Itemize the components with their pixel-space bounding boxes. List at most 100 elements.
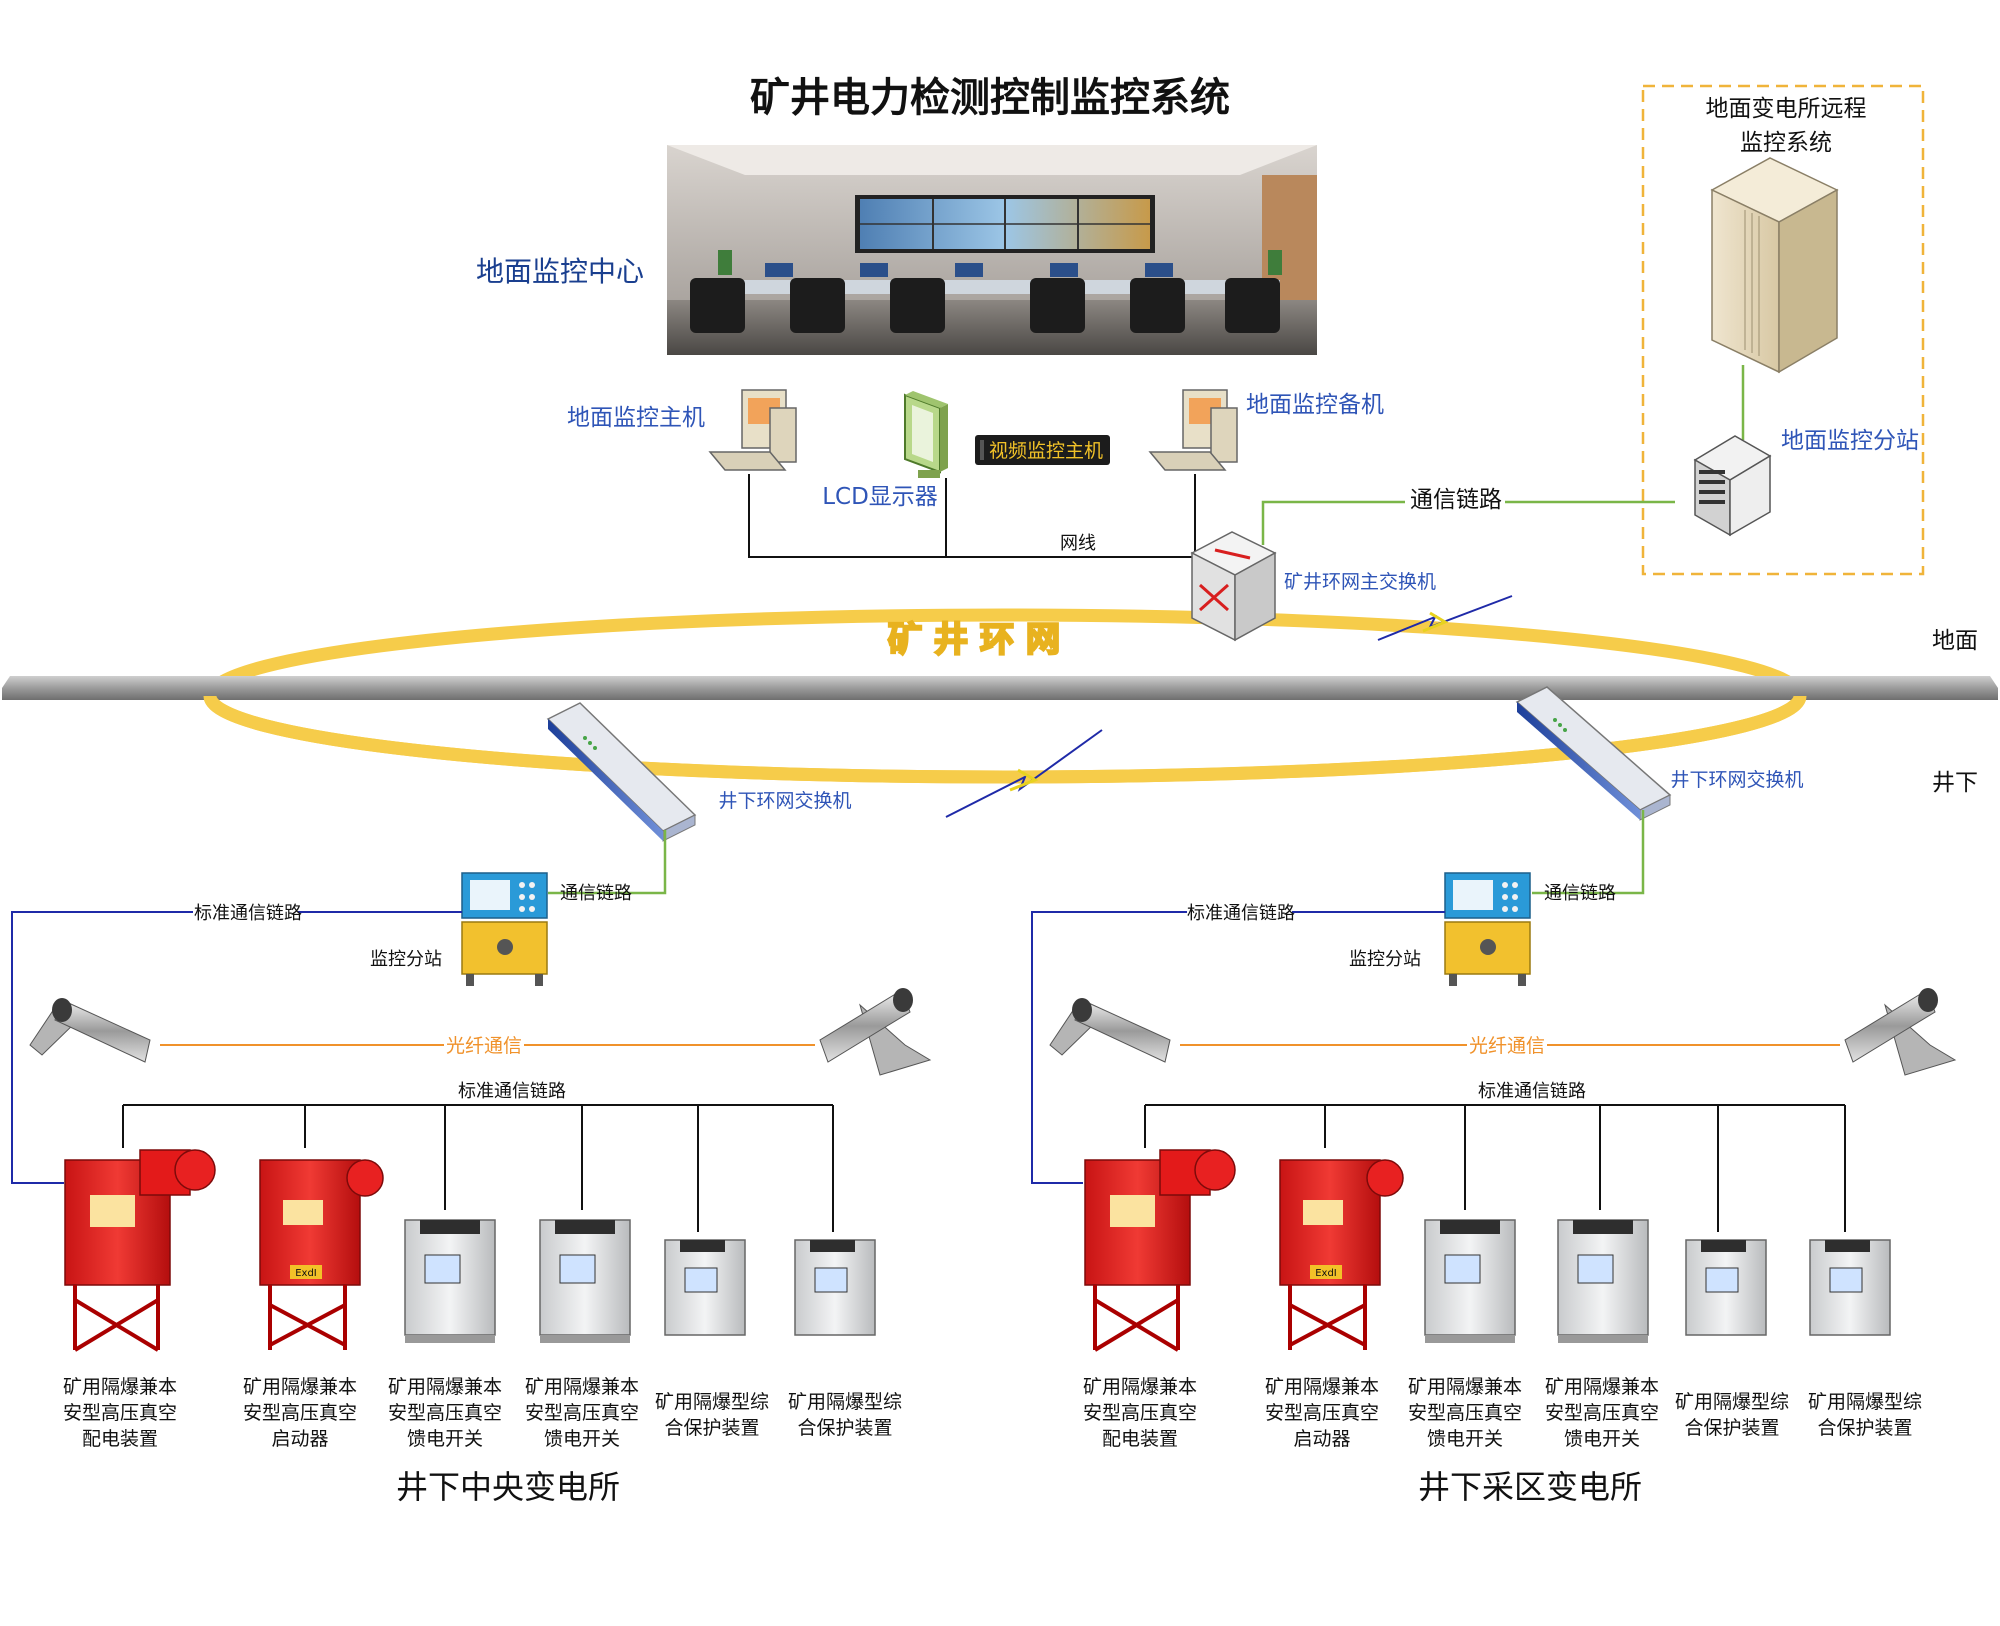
right-device-4-line1: 矿用隔爆兼本: [1545, 1376, 1659, 1398]
right-device-3-line3: 馈电开关: [1427, 1428, 1503, 1450]
right-device-4-line3: 馈电开关: [1564, 1428, 1640, 1450]
right-comm-link-line: [1532, 810, 1645, 895]
wireless-link-bolt-icons: [945, 595, 1513, 818]
right-std-link-upper-label: 标准通信链路: [1187, 903, 1295, 924]
left-device-4-line2: 安型高压真空: [525, 1402, 639, 1424]
right-fiber-label: 光纤通信: [1469, 1035, 1545, 1057]
right-device-feeder-1-icon: [1424, 1219, 1516, 1343]
right-device-starter-icon: ExdI: [1279, 1159, 1404, 1350]
diagram-title: 矿井电力检测控制监控系统: [750, 75, 1230, 121]
right-device-2-line1: 矿用隔爆兼本: [1265, 1376, 1379, 1398]
surface-comm-link-label: 通信链路: [1410, 487, 1502, 513]
backup-host-computer-icon: [1148, 389, 1238, 471]
right-device-6-line2: 合保护装置: [1817, 1417, 1912, 1439]
right-underground-switch-icon: [1515, 686, 1672, 821]
control-center-label: 地面监控中心: [476, 255, 644, 288]
control-center-image: [667, 145, 1317, 355]
right-std-link-lower-label-bg: [1477, 1078, 1584, 1102]
left-device-2-line2: 安型高压真空: [243, 1402, 357, 1424]
left-device-feeder-2-icon: [539, 1219, 631, 1343]
right-device-plate-text: ExdI: [1315, 1268, 1337, 1279]
left-device-feeder-1-icon: [404, 1219, 496, 1343]
right-device-1-line2: 安型高压真空: [1083, 1402, 1197, 1424]
right-device-2-line3: 启动器: [1293, 1428, 1350, 1450]
right-device-labels: 矿用隔爆兼本 安型高压真空 配电装置 矿用隔爆兼本 安型高压真空 启动器 矿用隔…: [1083, 1376, 1922, 1450]
right-device-2-line2: 安型高压真空: [1265, 1402, 1379, 1424]
left-comm-link-line: [548, 830, 667, 895]
right-device-4-line2: 安型高压真空: [1545, 1402, 1659, 1424]
right-device-3-line1: 矿用隔爆兼本: [1408, 1376, 1522, 1398]
right-device-protect-2-icon: [1809, 1239, 1891, 1336]
left-device-1-line1: 矿用隔爆兼本: [63, 1376, 177, 1398]
left-station-name: 井下中央变电所: [396, 1468, 620, 1506]
left-std-link-lower-label: 标准通信链路: [458, 1081, 566, 1102]
left-device-2-line1: 矿用隔爆兼本: [243, 1376, 357, 1398]
video-host-label: 视频监控主机: [989, 440, 1103, 462]
remote-system-title-line2: 监控系统: [1740, 130, 1832, 156]
left-device-bus: [122, 1104, 834, 1232]
comm-link-label-bg: [1405, 484, 1505, 514]
remote-system-title-line1: 地面变电所远程: [1706, 96, 1867, 122]
right-std-link-lower-label: 标准通信链路: [1478, 1081, 1586, 1102]
remote-substation-label: 地面监控分站: [1781, 428, 1919, 454]
main-host-computer-icon: [708, 389, 797, 471]
left-device-labels: 矿用隔爆兼本 安型高压真空 配电装置 矿用隔爆兼本 安型高压真空 启动器 矿用隔…: [63, 1376, 902, 1450]
main-ring-switch-icon: [1190, 531, 1277, 642]
left-device-4-line3: 馈电开关: [544, 1428, 620, 1450]
remote-server-icon: [1710, 157, 1839, 374]
right-device-5-line1: 矿用隔爆型综: [1675, 1391, 1789, 1413]
left-device-protect-2-icon: [794, 1239, 876, 1336]
right-device-6-line1: 矿用隔爆型综: [1808, 1391, 1922, 1413]
right-monitor-substation-icon: [1444, 872, 1531, 986]
left-device-protect-1-icon: [664, 1239, 746, 1336]
left-comm-link-label: 通信链路: [560, 883, 632, 904]
left-fiber-label: 光纤通信: [446, 1035, 522, 1057]
surface-comm-link-line: [1261, 500, 1675, 545]
main-ring-switch-label: 矿井环网主交换机: [1284, 571, 1436, 593]
right-fiber-label-bg: [1467, 1032, 1547, 1058]
remote-substation-icon: [1693, 435, 1772, 537]
left-camera-b-icon: [819, 988, 932, 1076]
left-device-distribution-icon: [64, 1149, 216, 1352]
left-device-1-line3: 配电装置: [82, 1428, 158, 1450]
right-camera-b-icon: [1844, 988, 1957, 1076]
left-device-3-line1: 矿用隔爆兼本: [388, 1376, 502, 1398]
left-fiber-label-bg: [444, 1032, 524, 1058]
lcd-monitor-icon: [904, 391, 948, 478]
left-device-1-line2: 安型高压真空: [63, 1402, 177, 1424]
right-device-1-line3: 配电装置: [1102, 1428, 1178, 1450]
left-device-starter-icon: ExdI: [259, 1159, 384, 1350]
left-monitor-substation-icon: [461, 872, 548, 986]
left-std-link-lower-label-bg: [457, 1078, 564, 1102]
right-camera-a-icon: [1049, 998, 1171, 1063]
right-device-feeder-2-icon: [1557, 1219, 1649, 1343]
ground-level-bar: [2, 676, 1998, 700]
right-device-protect-1-icon: [1685, 1239, 1767, 1336]
right-comm-link-label: 通信链路: [1544, 883, 1616, 904]
left-underground-switch-icon: [546, 702, 697, 842]
ground-label: 地面: [1932, 628, 1978, 654]
left-device-6-line1: 矿用隔爆型综: [788, 1391, 902, 1413]
left-substation-label: 监控分站: [370, 949, 442, 970]
right-std-link-upper-label-bg: [1187, 900, 1292, 926]
left-camera-a-icon: [29, 998, 151, 1063]
left-device-5-line1: 矿用隔爆型综: [655, 1391, 769, 1413]
right-station-name: 井下采区变电所: [1418, 1468, 1642, 1506]
ring-network-label: 矿井环网: [888, 620, 1072, 660]
left-std-link-upper-label-bg: [193, 900, 298, 926]
remote-substation-box: [1641, 84, 1925, 576]
left-std-link-upper-label: 标准通信链路: [194, 903, 302, 924]
left-device-3-line2: 安型高压真空: [388, 1402, 502, 1424]
underground-label: 井下: [1932, 770, 1978, 796]
ring-network-front: [203, 695, 1807, 784]
right-device-3-line2: 安型高压真空: [1408, 1402, 1522, 1424]
backup-host-label: 地面监控备机: [1246, 392, 1384, 418]
right-substation-label: 监控分站: [1349, 949, 1421, 970]
left-device-plate-text: ExdI: [295, 1268, 317, 1279]
right-device-5-line2: 合保护装置: [1684, 1417, 1779, 1439]
right-underground-switch-label: 井下环网交换机: [1670, 769, 1803, 791]
video-host-icon: [975, 435, 1110, 465]
main-host-label: 地面监控主机: [567, 405, 705, 431]
